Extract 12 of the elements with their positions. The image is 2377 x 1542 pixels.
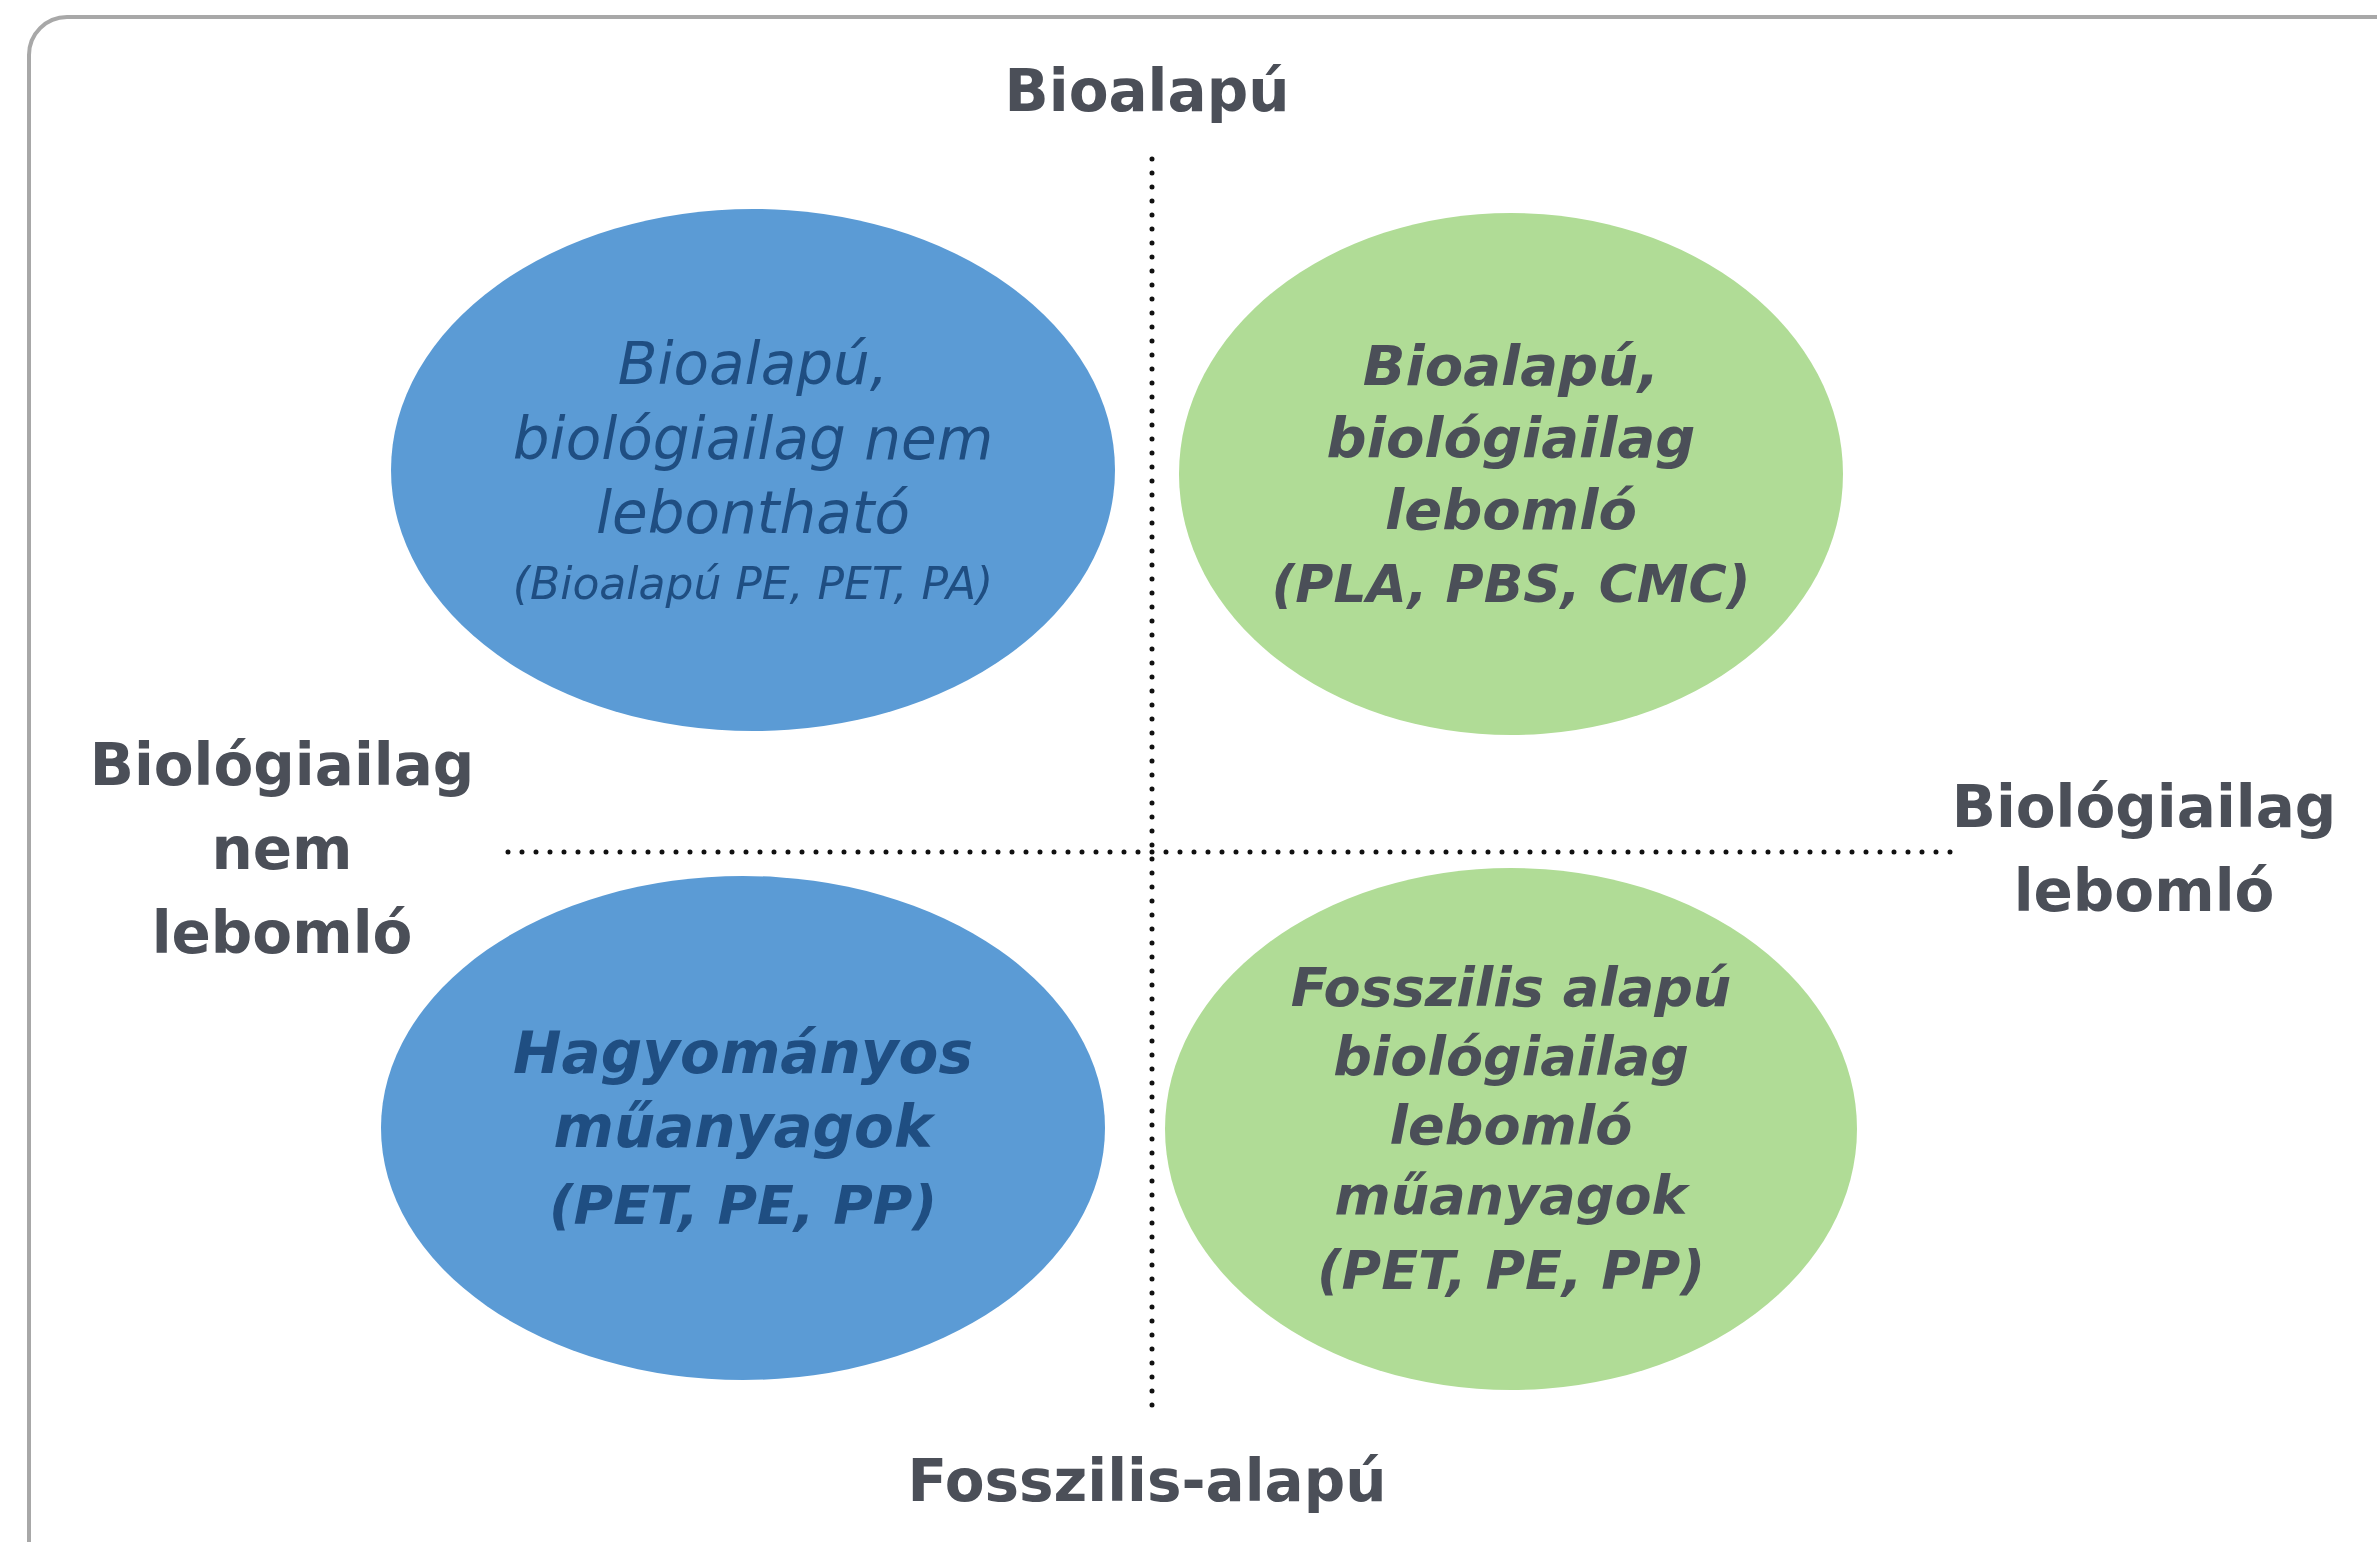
axis-label: Bioalapú xyxy=(1003,55,1291,127)
example-materials: (PLA, PBS, CMC) xyxy=(1271,553,1751,617)
category-title: Bioalapú, biológiailag nem lebontható xyxy=(511,329,995,549)
example-materials: (PET, PE, PP) xyxy=(548,1172,938,1239)
example-materials: (Bioalapú PE, PET, PA) xyxy=(512,557,994,612)
axis-label: Biológiailag lebomló xyxy=(1950,771,2338,927)
example-materials: (PET, PE, PP) xyxy=(1316,1237,1706,1304)
axis-label: Fosszilis-alapú xyxy=(906,1445,1388,1517)
category-title: Bioalapú, biológiailag lebomló xyxy=(1325,332,1697,544)
category-title: Hagyományos műanyagok xyxy=(512,1018,974,1164)
axis-label: Biológiailag nem lebomló xyxy=(88,729,476,970)
category-title: Fosszilis alapú biológiailag lebomló műanyagok xyxy=(1289,955,1733,1229)
